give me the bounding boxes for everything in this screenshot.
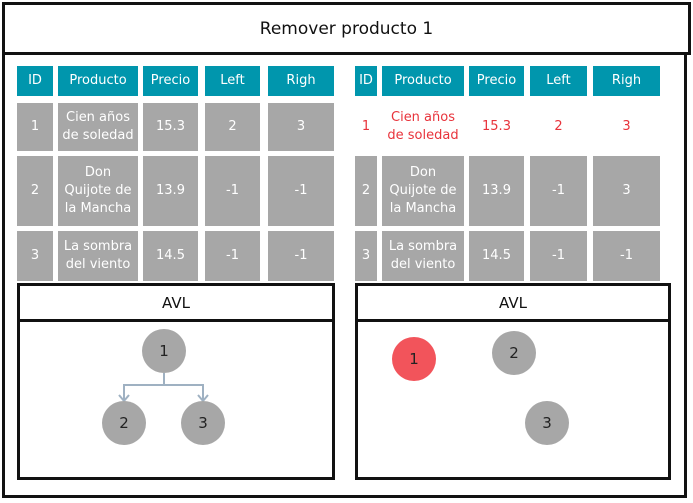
removed-cell: 3 — [593, 103, 660, 151]
removed-cell: 1 — [355, 103, 377, 151]
avl-panel-title: AVL — [20, 286, 332, 322]
table-cell: -1 — [205, 231, 260, 281]
table-cell: 14.5 — [143, 231, 198, 281]
page-title: Remover producto 1 — [2, 2, 691, 55]
tree-node-left: 2 — [102, 401, 146, 445]
tree-edge — [163, 373, 204, 400]
removed-cell: 2 — [530, 103, 587, 151]
table-cell: La sombra del viento — [382, 231, 464, 281]
table-cell: 15.3 — [143, 103, 198, 151]
table-cell: 2 — [355, 156, 377, 226]
table-cell: 3 — [593, 156, 660, 226]
tree-node-right: 3 — [181, 401, 225, 445]
table-cell: 2 — [205, 103, 260, 151]
avl-panel-after: AVL — [355, 283, 671, 480]
left-header-id: ID — [17, 66, 53, 96]
tree-node-removed: 1 — [392, 337, 436, 381]
table-cell: Don Quijote de la Mancha — [382, 156, 464, 226]
table-cell: Don Quijote de la Mancha — [58, 156, 138, 226]
table-cell: 14.5 — [469, 231, 524, 281]
removed-cell: 15.3 — [469, 103, 524, 151]
table-cell: -1 — [205, 156, 260, 226]
avl-panel-before: AVL — [17, 283, 335, 480]
tree-edge — [123, 373, 165, 400]
left-header-left: Left — [205, 66, 260, 96]
table-cell: -1 — [530, 231, 587, 281]
table-cell: 1 — [17, 103, 53, 151]
tree-node-root: 2 — [492, 331, 536, 375]
right-header-precio: Precio — [469, 66, 524, 96]
table-cell: La sombra del viento — [58, 231, 138, 281]
right-header-id: ID — [355, 66, 377, 96]
table-cell: 13.9 — [469, 156, 524, 226]
table-cell: -1 — [268, 231, 334, 281]
right-header-left: Left — [530, 66, 587, 96]
avl-panel-title: AVL — [358, 286, 668, 322]
table-cell: -1 — [268, 156, 334, 226]
table-cell: -1 — [593, 231, 660, 281]
table-cell: -1 — [530, 156, 587, 226]
table-cell: 3 — [355, 231, 377, 281]
table-cell: Cien años de soledad — [58, 103, 138, 151]
table-cell: 13.9 — [143, 156, 198, 226]
tree-node-right: 3 — [525, 401, 569, 445]
removed-cell: Cien años de soledad — [382, 103, 464, 151]
table-cell: 3 — [268, 103, 334, 151]
right-header-producto: Producto — [382, 66, 464, 96]
left-header-producto: Producto — [58, 66, 138, 96]
tree-node-root: 1 — [142, 329, 186, 373]
table-cell: 2 — [17, 156, 53, 226]
left-header-precio: Precio — [143, 66, 198, 96]
table-cell: 3 — [17, 231, 53, 281]
right-header-right: Righ — [593, 66, 660, 96]
left-header-right: Righ — [268, 66, 334, 96]
